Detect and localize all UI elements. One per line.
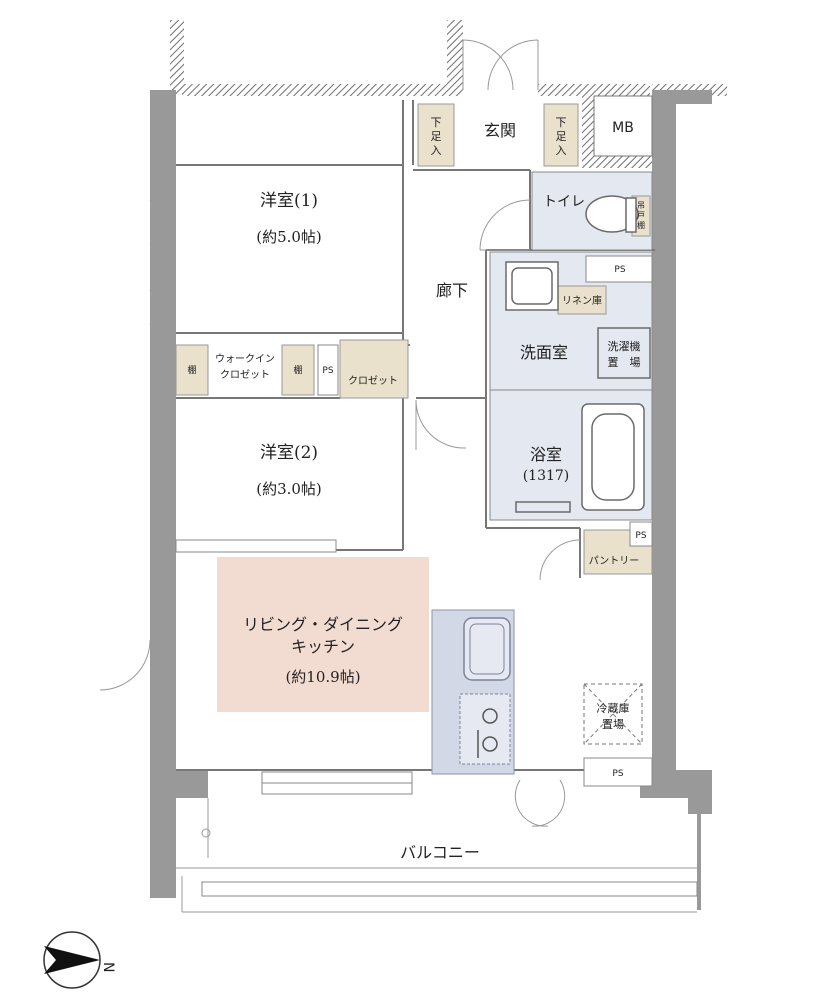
windows: [175, 539, 698, 897]
toilet-cabinet-3: 棚: [637, 220, 645, 230]
shoe-right-1: 下: [556, 116, 567, 129]
linen-label: リネン庫: [562, 294, 602, 307]
shoe-left-1: 下: [431, 116, 442, 129]
western2-name: 洋室(2): [260, 443, 318, 463]
toilet-label: トイレ: [543, 194, 585, 210]
western1-area: (約5.0帖): [256, 228, 322, 246]
stove-burner-icon: [482, 708, 498, 724]
mb-label: MB: [612, 120, 634, 136]
closet-label: クロゼット: [348, 375, 398, 387]
vanity-icon: [505, 261, 559, 311]
western2-area: (約3.0帖): [256, 480, 322, 498]
pantry-label: パントリー: [589, 555, 640, 567]
balcony-rails: [170, 798, 697, 913]
shoe-right-3: 入: [556, 144, 567, 157]
bathtub-icon: [515, 403, 645, 513]
shoe-left-2: 足: [431, 130, 442, 143]
bath-size: (1317): [523, 468, 570, 484]
stove-burner-icon: [482, 736, 498, 752]
interior-walls: [176, 100, 655, 771]
ps-boxes: [317, 255, 653, 787]
ps-label-closet: PS: [322, 366, 333, 376]
ps-label-pantry: PS: [635, 531, 646, 541]
walkin-label-1: ウォークイン: [215, 353, 275, 365]
western1-name: 洋室(1): [260, 191, 318, 211]
fridge-label-1: 冷蔵庫: [597, 701, 630, 715]
toilet-cabinet-1: 吊: [637, 201, 645, 210]
toilet-cabinet-2: 戸: [637, 211, 645, 220]
kitchen-counter: [431, 609, 515, 775]
compass: N: [43, 931, 116, 989]
ldk-name-line2: キッチン: [291, 637, 355, 656]
walkin-label-2: クロゼット: [220, 369, 270, 381]
door-swings: [99, 39, 581, 827]
balcony-label: バルコニー: [400, 843, 480, 862]
ps-label-kitchen: PS: [612, 769, 623, 779]
compass-arrow-icon: [44, 946, 100, 974]
shelf-label-left: 棚: [187, 364, 196, 376]
ldk-highlight: [217, 557, 429, 712]
entrance-label: 玄関: [484, 121, 516, 140]
fridge-label-2: 置場: [602, 718, 624, 731]
mb-box: [593, 95, 653, 157]
corridor-label: 廊下: [436, 281, 468, 300]
ps-label-washroom: PS: [614, 265, 625, 275]
washroom-label: 洗面室: [520, 343, 568, 362]
shoe-right-2: 足: [556, 130, 567, 143]
bath-name: 浴室: [530, 445, 562, 464]
washer-label-2: 置 場: [608, 356, 641, 369]
storage-areas: [175, 103, 653, 575]
compass-label: N: [100, 962, 116, 972]
shelf-label-right: 棚: [293, 364, 302, 376]
toilet-fixture-icon: [585, 195, 639, 233]
washer-label-1: 洗濯機: [608, 339, 641, 353]
ldk-area: (約10.9帖): [285, 668, 360, 686]
washer-space: [597, 327, 651, 379]
fridge-space: [583, 683, 643, 745]
shoe-left-3: 入: [431, 144, 442, 157]
ldk-name-line1: リビング・ダイニング: [243, 615, 403, 634]
